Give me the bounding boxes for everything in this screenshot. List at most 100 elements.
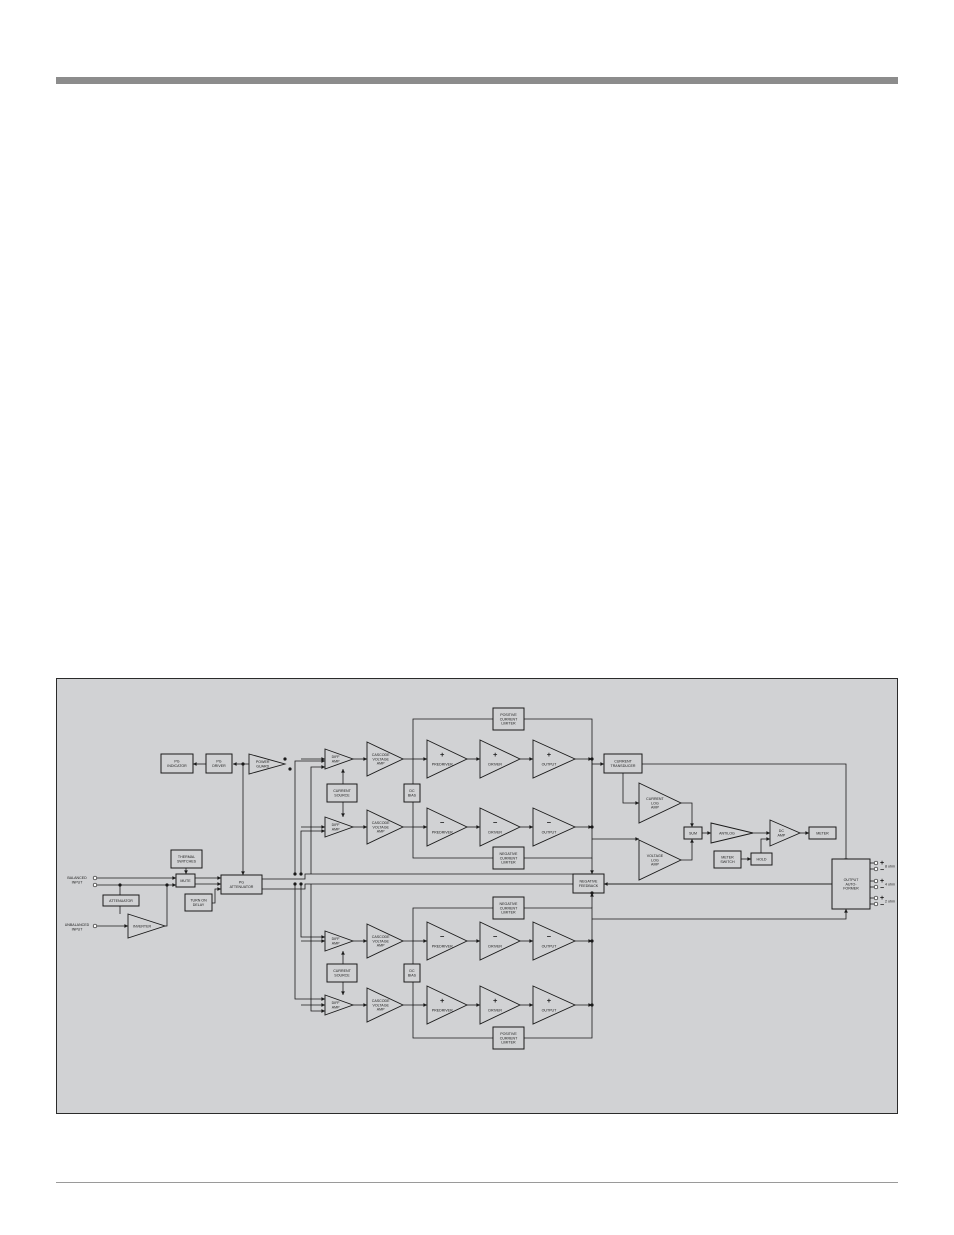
- junction-dot: [283, 757, 287, 761]
- upper-channel-limiter-bot-loop: [412, 827, 493, 859]
- sum-to-antilog-arrow: [707, 831, 711, 835]
- lower-channel-cascode-voltage-amp-1-label: AMP: [377, 944, 385, 948]
- lower-channel-dc-bias-block-label: BIAS: [408, 973, 417, 977]
- current-log-amp: [638, 782, 683, 824]
- lower-channel-predriver-1-label: PREDRIVER: [432, 944, 453, 948]
- lower-channel-out-1-arrow: [588, 939, 592, 943]
- antilog-amp-label: ANTILOG: [719, 831, 735, 835]
- hold-to-dc-amp-arrow: [766, 837, 770, 841]
- upper-to-feedback-arrow: [590, 870, 594, 874]
- lower-channel-cascode-voltage-amp-2-label: AMP: [377, 1008, 385, 1012]
- lower-channel-diff-to-cascode-2-arrow: [363, 1003, 367, 1007]
- power-guard-amp-label: POWER: [256, 760, 270, 764]
- fb-to-upper-diff-1-arrow: [321, 765, 325, 769]
- upper-channel-output-1: [532, 739, 577, 779]
- junction-dot: [299, 882, 303, 886]
- voltage-log-to-sum: [681, 839, 693, 861]
- output-terminal-plus: +: [880, 860, 884, 867]
- upper-channel-cascode-voltage-amp-2-label: VOLTAGE: [372, 825, 389, 829]
- lower-channel-current-source-block-label: CURRENT: [333, 969, 351, 973]
- thermal-switches-block-label: THERMAL: [178, 855, 195, 859]
- upper-channel-cascode-voltage-amp-2-label: CASCODE: [372, 821, 390, 825]
- upper-channel-output-2: [532, 807, 577, 847]
- fb-to-lower-diff-2: [310, 884, 325, 1012]
- upper-channel-out-2-arrow: [588, 825, 592, 829]
- dc-amp-to-meter-arrow: [805, 831, 809, 835]
- balanced-input-label: INPUT: [72, 880, 84, 884]
- lower-channel-predriver-2-sign: +: [440, 996, 445, 1005]
- meter-switch-block: [713, 850, 742, 869]
- upper-channel-to-predriver-1-arrow: [423, 757, 427, 761]
- terminal: [873, 884, 879, 890]
- lower-channel-limiter-top-block-label: LIMITER: [501, 911, 516, 915]
- lower-channel-output-1: [532, 921, 577, 961]
- guard-to-pg-attenuator-arrow: [241, 871, 245, 875]
- output-autoformer-block-label: AUTO-: [845, 882, 857, 886]
- terminal: [92, 923, 98, 929]
- lower-channel-pre-to-drv-1-arrow: [476, 939, 480, 943]
- lower-channel-diff-amp-2-label: AMP: [332, 1005, 340, 1009]
- output-terminal-label: 2 ohm: [885, 900, 895, 904]
- pg-attenuator-block: [220, 874, 263, 895]
- lower-channel-in-1-arrow: [321, 939, 325, 943]
- upper-channel-current-source-block-label: SOURCE: [334, 793, 350, 797]
- upper-channel-diff-amp-2-label: DIFF: [332, 823, 341, 827]
- upper-channel-pre-to-drv-1-arrow: [476, 757, 480, 761]
- output-autoformer-block-label: OUTPUT: [844, 878, 860, 882]
- voltage-log-amp-label: LOG: [651, 858, 659, 862]
- current-transducer-block-label: CURRENT: [614, 760, 632, 764]
- output-to-transducer-arrow: [600, 762, 604, 766]
- guard-to-driver-arrow: [233, 762, 237, 766]
- lower-to-autoformer: [592, 909, 847, 920]
- output-terminal-minus: −: [880, 885, 884, 892]
- upper-channel-pre-to-drv-2-arrow: [476, 825, 480, 829]
- lower-channel-cascode-voltage-amp-1: [366, 923, 405, 959]
- unbalanced-line-arrow: [124, 924, 128, 928]
- upper-channel-dc-bias-block: [403, 783, 421, 803]
- mute-block: [175, 873, 196, 888]
- junction-dot: [288, 767, 292, 771]
- lower-channel-limiter-top-block-label: NEGATIVE: [500, 902, 519, 906]
- current-transducer-block-label: TRANSDUCER: [611, 764, 636, 768]
- power-guard-amp-label: GUARD: [256, 764, 269, 768]
- bus-to-lower-diff-1-arrow: [321, 935, 325, 939]
- lower-channel-cascode-voltage-amp-1-label: CASCODE: [372, 935, 390, 939]
- voltage-log-to-sum-arrow: [690, 839, 694, 843]
- thermal-switches-block-label: SWITCHES: [177, 859, 197, 863]
- upper-channel-driver-1-sign: +: [493, 750, 498, 759]
- upper-channel-limiter-top-block-label: CURRENT: [500, 717, 518, 721]
- attenuator-block-label: ATTENUATOR: [109, 899, 133, 903]
- hold-to-dc-amp: [760, 838, 770, 853]
- fb-to-upper-diff-1: [310, 766, 325, 874]
- dc-amp-label: AMP: [778, 833, 786, 837]
- unbalanced-input-label: UNBALANCED: [65, 923, 90, 927]
- meter-block-label: METER: [816, 831, 829, 835]
- lower-channel-cascode-voltage-amp-2-label: CASCODE: [372, 999, 390, 1003]
- bus-to-upper-diff-2: [300, 830, 325, 874]
- upper-channel-cascode-voltage-amp-2: [366, 809, 405, 845]
- pg-indicator-block: [160, 753, 194, 774]
- output-to-voltage-log-arrow: [635, 837, 639, 841]
- hold-block-label: HOLD: [757, 857, 767, 861]
- upper-channel-dc-bias-block-label: BIAS: [408, 793, 417, 797]
- top-rule: [56, 77, 898, 84]
- upper-channel-cascode-voltage-amp-1-label: CASCODE: [372, 753, 390, 757]
- lower-channel-current-source-block-label: SOURCE: [334, 973, 350, 977]
- switch-to-hold-arrow: [747, 857, 751, 861]
- upper-channel-driver-2-label: DRIVER: [488, 830, 502, 834]
- upper-channel-driver-1: [479, 739, 522, 779]
- upper-channel-current-source-block-label: CURRENT: [333, 789, 351, 793]
- upper-channel-in-2-arrow: [321, 825, 325, 829]
- output-terminal-label: 8 ohm: [885, 865, 895, 869]
- turn-on-delay-block-label: TURN ON: [190, 899, 207, 903]
- terminal: [92, 875, 98, 881]
- upper-channel-limiter-top-block-label: POSITIVE: [500, 713, 517, 717]
- lower-channel-limiter-top-loop: [412, 907, 493, 941]
- upper-channel-cascode-voltage-amp-1-label: VOLTAGE: [372, 757, 389, 761]
- current-log-amp-label: CURRENT: [646, 797, 664, 801]
- terminal: [873, 860, 879, 866]
- upper-channel-limiter-bot-block-label: CURRENT: [500, 856, 518, 860]
- upper-channel-cascode-voltage-amp-1-label: AMP: [377, 762, 385, 766]
- lower-channel-driver-2: [479, 985, 522, 1025]
